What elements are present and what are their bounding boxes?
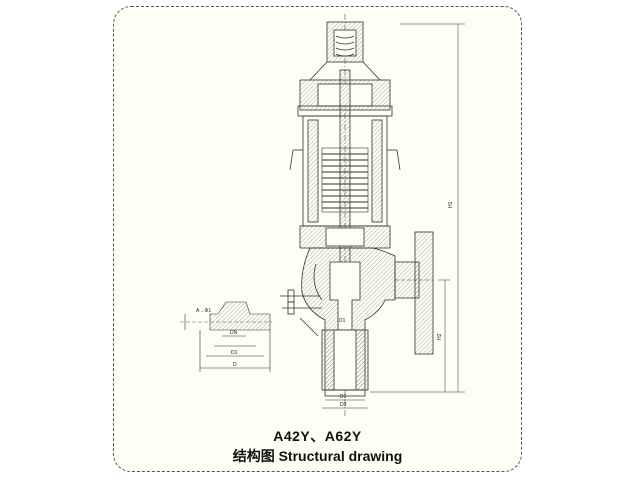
body-upper-flange <box>299 225 391 249</box>
flange-detail-view <box>180 301 272 372</box>
dim-d1: D1 <box>339 318 346 324</box>
adjusting-screws <box>280 289 322 337</box>
outlet-flange <box>394 231 434 355</box>
dim-h1: H1 <box>448 201 454 208</box>
inlet-nozzle <box>321 329 369 397</box>
detail-dn-label: DN <box>230 330 238 336</box>
model-caption: A42Y、A62Y <box>273 428 362 444</box>
dim-d3: D3 <box>340 402 347 408</box>
spring-housing <box>289 115 401 227</box>
top-cap <box>309 21 381 81</box>
dimension-lines <box>322 23 465 409</box>
detail-a-label: A→Φ1 <box>196 308 211 314</box>
drawing-subtitle: 结构图 Structural drawing <box>232 448 403 464</box>
detail-d1-label: D1 <box>231 350 238 356</box>
dim-h2: H2 <box>437 333 443 340</box>
detail-d-label: D <box>233 362 237 368</box>
dim-d2: D2 <box>340 394 347 400</box>
